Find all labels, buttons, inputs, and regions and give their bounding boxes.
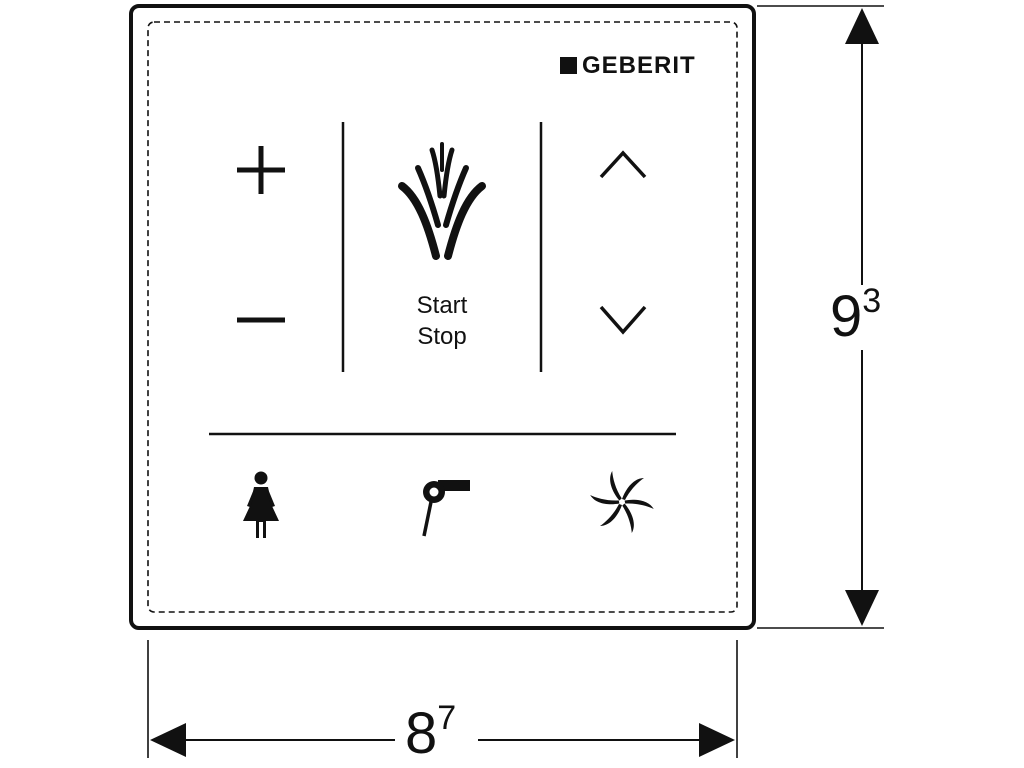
start-label[interactable]: Start bbox=[416, 292, 468, 319]
stop-label[interactable]: Stop bbox=[417, 323, 467, 350]
panel-outline bbox=[129, 4, 756, 630]
width-dimension-label: 87 bbox=[405, 701, 456, 763]
plus-icon[interactable] bbox=[237, 146, 285, 194]
height-dimension-value: 9 bbox=[830, 284, 863, 349]
arrow-left-icon bbox=[150, 723, 186, 757]
height-dimension-superscript: 3 bbox=[862, 282, 882, 320]
chevron-up-icon[interactable] bbox=[599, 150, 647, 179]
width-dimension-superscript: 7 bbox=[437, 699, 457, 737]
odour-extraction-fan-icon[interactable] bbox=[590, 470, 654, 534]
arrow-up-icon bbox=[845, 8, 879, 44]
chevron-down-icon[interactable] bbox=[599, 305, 647, 335]
width-dimension-value: 8 bbox=[405, 701, 438, 766]
geberit-logo-square bbox=[560, 57, 577, 74]
arrow-right-icon bbox=[699, 723, 735, 757]
arrow-down-icon bbox=[845, 590, 879, 626]
panel-dashed-border bbox=[147, 21, 738, 613]
geberit-logo-text: GEBERIT bbox=[582, 52, 696, 79]
water-spray-icon[interactable] bbox=[398, 142, 486, 260]
height-dimension bbox=[757, 5, 884, 629]
width-dimension bbox=[147, 640, 738, 758]
dryer-icon[interactable] bbox=[422, 480, 470, 537]
lady-shower-icon[interactable] bbox=[243, 471, 279, 539]
height-dimension-label: 93 bbox=[830, 284, 881, 346]
